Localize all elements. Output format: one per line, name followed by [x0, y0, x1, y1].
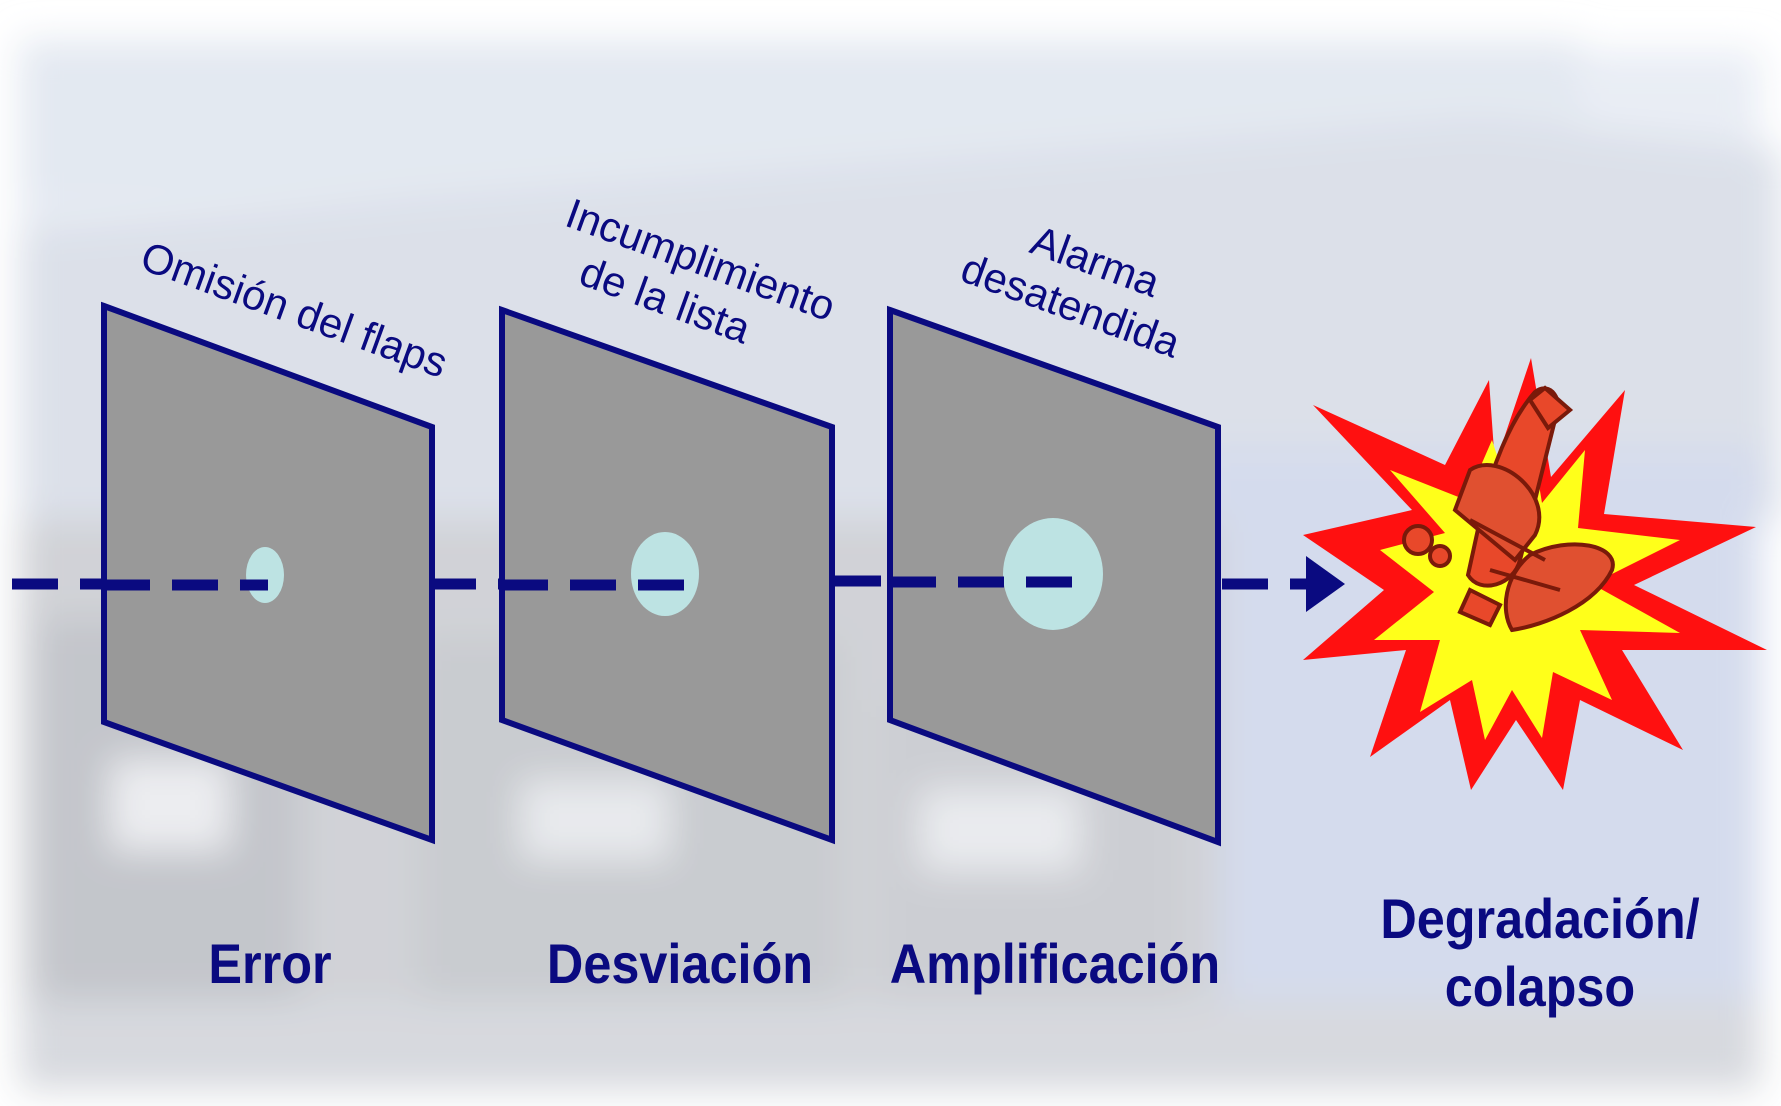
plane-wheel: [1457, 587, 1503, 628]
stage-panel-amplificacion: [887, 305, 1221, 847]
plane-wing-upper: [1452, 463, 1542, 563]
plane-wing-lower: [1503, 542, 1615, 633]
plane-strut: [1469, 518, 1546, 562]
defense-hole: [246, 547, 284, 603]
plane-propeller: [1402, 524, 1434, 556]
crashing-plane-icon: [1402, 385, 1615, 633]
defense-hole: [1003, 518, 1103, 630]
plane-propeller-hub: [1428, 544, 1452, 568]
outcome-label: Degradación/ colapso: [1351, 885, 1729, 1022]
stage-label-amplificacion: Amplificación: [889, 932, 1221, 995]
outcome-label-line-2: colapso: [1444, 955, 1636, 1019]
plane-tail: [1527, 385, 1574, 431]
outcome-label-line-1: Degradación/: [1380, 887, 1700, 950]
defense-hole: [631, 532, 699, 616]
stage-panel-desviacion: [499, 305, 835, 845]
stage-label-error: Error: [208, 932, 332, 995]
arrowhead-icon: [1306, 556, 1345, 612]
stage-panel-error: [101, 301, 435, 845]
stage-label-desviacion: Desviación: [546, 932, 814, 995]
plane-strut: [1489, 568, 1561, 592]
